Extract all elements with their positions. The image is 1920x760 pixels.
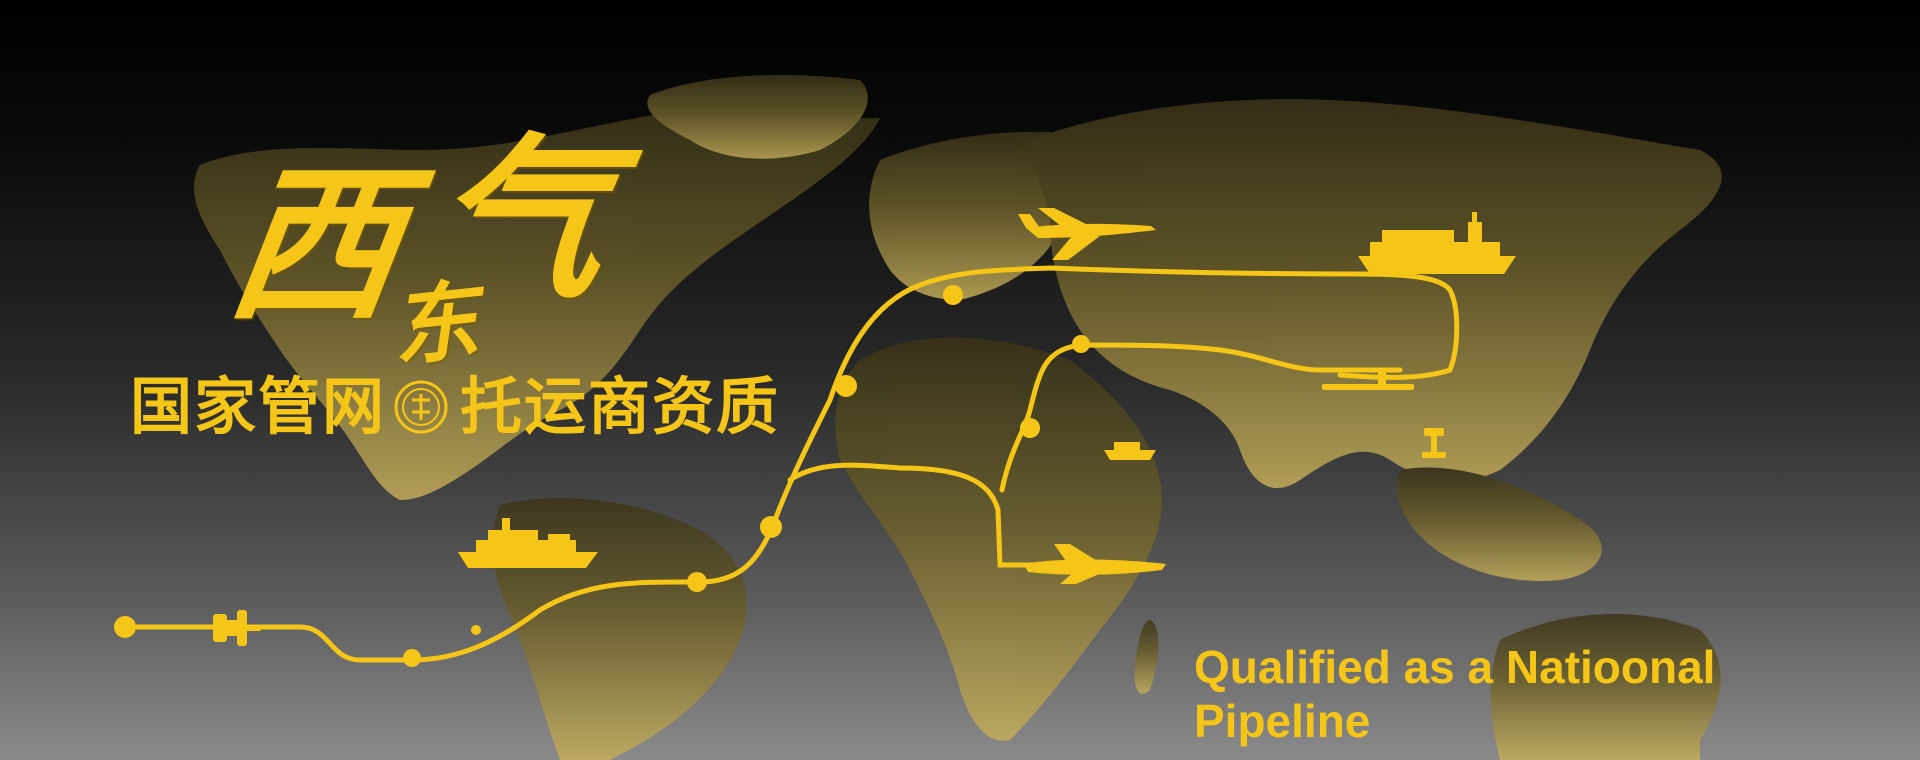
main-pipeline-route	[122, 265, 1460, 663]
route-node	[403, 649, 421, 667]
tanker-ship-icon	[1358, 212, 1516, 274]
route-node	[760, 516, 782, 538]
route-node	[471, 625, 481, 635]
route-node	[943, 285, 963, 305]
route-node	[835, 375, 857, 397]
north-america-shape	[193, 108, 880, 500]
route-node	[687, 572, 707, 592]
route-node	[1072, 335, 1090, 353]
subtitle-right: 托运商资质	[460, 370, 781, 443]
round-seal-icon	[394, 380, 448, 434]
tanker-ship-icon	[1104, 442, 1156, 460]
southeast-asia-shape	[1396, 467, 1602, 581]
route-start-node	[114, 616, 136, 638]
australia-shape	[1490, 613, 1721, 760]
continents	[193, 75, 1722, 760]
tagline: Qualified as a Natioonal Pipeline	[1194, 641, 1716, 747]
title-calligraphy-west: 西	[218, 145, 414, 343]
pipeline-valve-icon	[1422, 428, 1446, 458]
airplane-icon	[1024, 544, 1166, 584]
airplane-icon	[1018, 208, 1156, 260]
pipeline-valve-icon	[213, 610, 261, 646]
subtitle-row: 国家管网 托运商资质	[130, 370, 780, 444]
cargo-ship-icon	[458, 518, 598, 568]
pipeline-valve-icon	[1322, 370, 1414, 390]
asia-shape	[1030, 99, 1722, 489]
greenland-shape	[647, 75, 868, 159]
subtitle-left: 国家管网	[130, 370, 387, 443]
route-node	[1020, 418, 1040, 438]
europe-shape	[869, 131, 1072, 300]
pipeline-nodes	[114, 285, 1090, 667]
southern-pipeline-route	[787, 462, 1113, 568]
title-calligraphy-east: 东	[386, 269, 483, 380]
madagascar-shape	[1134, 620, 1159, 694]
